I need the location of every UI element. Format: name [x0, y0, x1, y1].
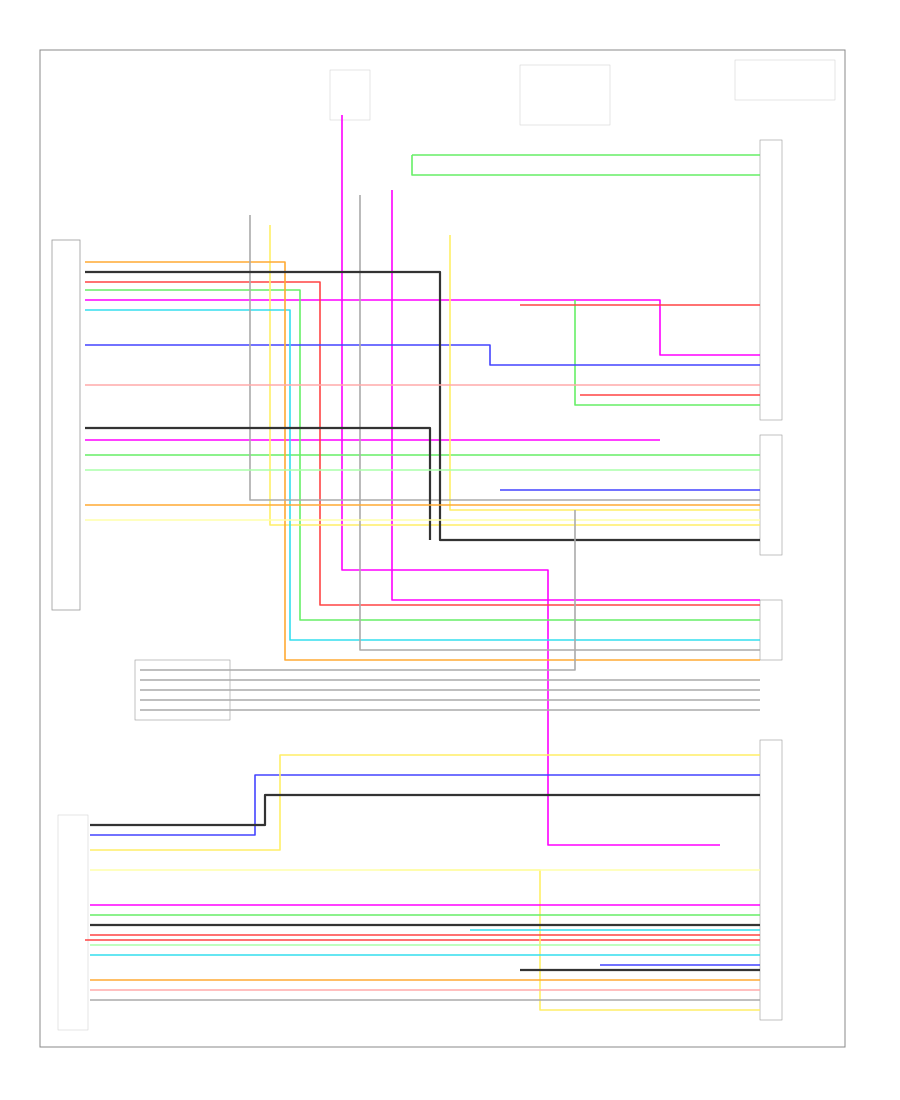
- wire-pink-upper-vertical: [341, 115, 720, 846]
- wire-red-upper: [85, 281, 760, 606]
- top-right-label-box: [734, 59, 836, 101]
- right-connector-top: [759, 139, 783, 421]
- wire-blue-bottom-left: [90, 774, 760, 836]
- diagram-frame: [39, 49, 846, 1048]
- wire-gray-mid: [140, 510, 576, 671]
- wire-orange-upper: [85, 261, 760, 661]
- wire-yellow-upper: [269, 225, 760, 526]
- wire-green-top: [411, 155, 760, 176]
- wire-dark-mid: [85, 426, 432, 540]
- right-connector-mid: [759, 434, 783, 556]
- wire-yellow-bottom: [90, 754, 760, 851]
- top-right-connector: [519, 64, 611, 126]
- bottom-left-connector: [57, 814, 89, 1031]
- wire-pink-top-right: [391, 190, 760, 601]
- wire-green-right-lower: [574, 300, 760, 406]
- wire-dark-upper: [85, 270, 760, 542]
- wire-layer: [85, 115, 760, 1011]
- right-connector-bottom: [759, 739, 783, 1021]
- wire-dark-bottom-1: [90, 793, 760, 827]
- wire-cyan-upper: [85, 309, 760, 641]
- wire-gray-right: [359, 195, 760, 651]
- wire-yellow-right: [449, 235, 760, 511]
- left-upper-connector: [51, 239, 81, 611]
- wire-pink-mid-right: [85, 299, 760, 356]
- wire-blue-upper: [85, 344, 760, 366]
- top-fuse-connector: [329, 69, 371, 121]
- right-connector-lower: [759, 599, 783, 661]
- wire-gray-upper: [249, 215, 760, 501]
